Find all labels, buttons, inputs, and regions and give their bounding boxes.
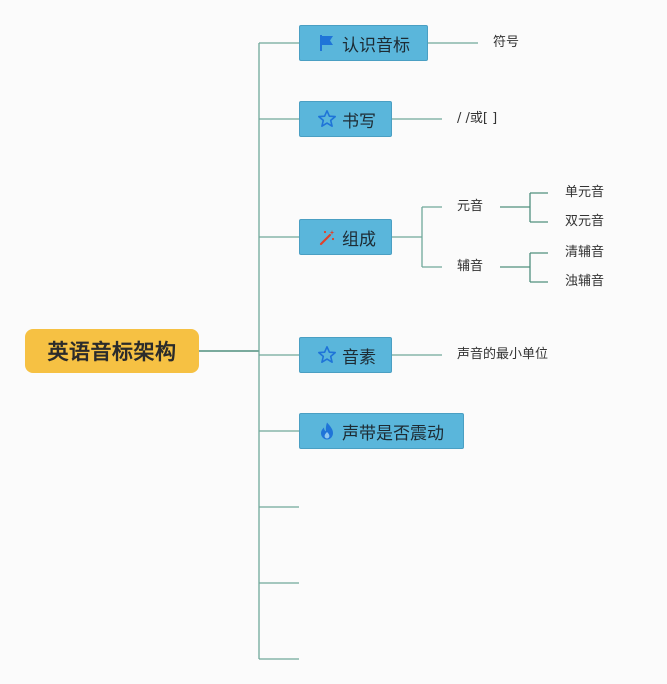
- topic-label: 组成: [342, 229, 376, 250]
- topic-phoneme[interactable]: 音素: [299, 337, 392, 373]
- flag-icon: [317, 33, 337, 53]
- topic-label: 声带是否震动: [342, 423, 444, 444]
- subtopic-consonant[interactable]: 辅音: [457, 259, 484, 274]
- root-topic[interactable]: 英语音标架构: [25, 329, 199, 373]
- leaf-voiced-consonant[interactable]: 浊辅音: [565, 274, 605, 289]
- star-icon: [317, 109, 337, 129]
- topic-writing[interactable]: 书写: [299, 101, 392, 137]
- leaf-voiceless-consonant[interactable]: 清辅音: [565, 245, 605, 260]
- topic-label: 书写: [342, 111, 376, 132]
- magic-wand-icon: [317, 227, 337, 247]
- leaf-smallest-sound-unit[interactable]: 声音的最小单位: [457, 347, 549, 362]
- root-topic-label: 英语音标架构: [47, 340, 177, 364]
- topic-label: 音素: [342, 347, 376, 368]
- fire-icon: [317, 421, 337, 441]
- topic-vocal-cord-vibration[interactable]: 声带是否震动: [299, 413, 464, 449]
- topic-composition[interactable]: 组成: [299, 219, 392, 255]
- topic-recognize-phonetics[interactable]: 认识音标: [299, 25, 428, 61]
- leaf-monophthong[interactable]: 单元音: [565, 185, 605, 200]
- leaf-slash-bracket[interactable]: / /或[ ]: [457, 111, 498, 126]
- subtopic-vowel[interactable]: 元音: [457, 199, 484, 214]
- leaf-diphthong[interactable]: 双元音: [565, 214, 605, 229]
- star-icon: [317, 345, 337, 365]
- topic-label: 认识音标: [342, 35, 410, 56]
- leaf-symbol[interactable]: 符号: [493, 35, 520, 50]
